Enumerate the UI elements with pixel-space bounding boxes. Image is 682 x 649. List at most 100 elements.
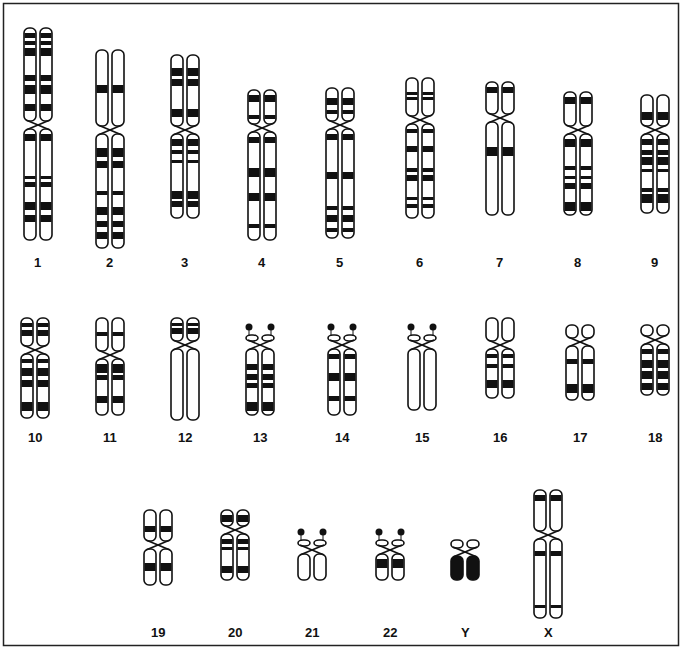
chromatid-arm	[264, 90, 276, 124]
centromere-line	[643, 125, 667, 135]
chromatid-arm	[21, 318, 33, 346]
chromatid-outline	[550, 539, 562, 618]
centromere-line	[566, 125, 590, 135]
centromere-line	[328, 120, 352, 130]
chromosome-band	[238, 515, 249, 522]
chromosome-band	[97, 148, 108, 157]
chromatid-outline	[171, 349, 183, 420]
chromosome	[486, 318, 514, 398]
chromosome	[298, 529, 327, 581]
chromosome-band	[581, 139, 592, 147]
chromosome-number: 8	[574, 256, 581, 269]
chromosome-band	[172, 323, 183, 326]
chromosome-band	[329, 373, 340, 381]
chromatid-outline	[24, 129, 36, 240]
chromosome-band	[113, 232, 124, 239]
chromatid-outline	[171, 318, 183, 341]
chromatid-outline	[641, 325, 653, 336]
chromosome-band	[487, 380, 498, 388]
chromosome-band	[642, 194, 653, 203]
chromosome-band	[658, 139, 669, 145]
chromosome-band	[345, 373, 356, 381]
chromatid-outline	[467, 540, 479, 548]
centromere-line	[173, 125, 197, 135]
chromosome-number: 2	[106, 256, 113, 269]
chromosome	[564, 92, 592, 215]
chromosome	[566, 325, 594, 400]
chromosome-number: 4	[258, 256, 265, 269]
chromosome-band	[423, 129, 434, 133]
chromatid-arm	[96, 318, 108, 351]
chromatid-outline	[406, 78, 418, 116]
chromosome-number: 7	[496, 256, 503, 269]
chromatid-outline	[344, 349, 356, 415]
chromosome-band	[41, 104, 52, 111]
centromere-line	[26, 120, 50, 130]
chromosome-band	[535, 551, 546, 556]
chromosome-band	[658, 194, 669, 203]
chromatid-arm	[237, 510, 249, 526]
chromosome-band	[581, 176, 592, 179]
chromosome-number: 16	[493, 431, 507, 444]
chromosome-band	[581, 97, 592, 104]
chromatid-arm	[582, 325, 594, 338]
chromosome	[144, 510, 172, 585]
chromatid-arm	[502, 318, 514, 341]
centromere-line	[250, 123, 274, 133]
chromosome-band	[642, 112, 653, 120]
chromosome-band	[503, 147, 514, 156]
chromatid-arm	[144, 549, 156, 585]
chromosome-band	[658, 169, 669, 172]
chromosome	[328, 324, 357, 416]
chromosome-band	[407, 146, 418, 152]
chromatid-arm	[96, 50, 108, 126]
chromosome-band	[249, 137, 260, 143]
chromosome-band	[97, 375, 108, 380]
chromatid-outline	[221, 534, 233, 580]
chromosome-band	[25, 75, 36, 81]
chromatid-outline	[237, 534, 249, 580]
chromatid-outline	[657, 95, 669, 126]
chromosome-band	[188, 323, 199, 326]
chromatid-arm	[564, 134, 576, 215]
chromosome-band	[172, 139, 183, 146]
centromere-line	[536, 530, 560, 540]
chromosome-band	[642, 169, 653, 172]
chromatid-arm	[326, 88, 338, 121]
chromosome-band	[97, 191, 108, 195]
chromosome-number: 6	[416, 256, 423, 269]
chromatid-outline	[424, 349, 436, 410]
centromere-line	[410, 340, 434, 350]
centromere-line	[146, 540, 170, 550]
chromatid-arm	[246, 349, 258, 415]
chromatid-arm	[21, 354, 33, 418]
chromatid-outline	[657, 134, 669, 213]
chromosome-band	[487, 87, 498, 93]
chromosome	[221, 510, 249, 580]
centromere-line	[330, 340, 354, 350]
chromosome-band	[22, 359, 33, 363]
chromosome-band	[658, 360, 669, 368]
chromatid-arm	[248, 132, 260, 240]
chromatid-arm	[144, 510, 156, 541]
chromatid-arm	[314, 540, 326, 546]
chromosome	[246, 324, 275, 416]
chromatid-arm	[502, 82, 514, 114]
chromosome-band	[583, 384, 594, 393]
chromatid-arm	[112, 318, 124, 351]
chromatid-arm	[96, 134, 108, 248]
chromatid-arm	[221, 510, 233, 526]
chromosome-band	[238, 566, 249, 573]
chromatid-outline	[37, 354, 49, 418]
chromatid-outline	[171, 134, 183, 218]
chromatid-arm	[641, 134, 653, 213]
chromosome-number: 22	[383, 626, 397, 639]
chromatid-arm	[406, 78, 418, 116]
chromosome-band	[113, 364, 124, 373]
chromatid-outline	[298, 540, 310, 546]
chromosome-band	[567, 384, 578, 393]
chromosome-number: 1	[34, 256, 41, 269]
chromatid-outline	[564, 134, 576, 215]
chromatid-outline	[246, 349, 258, 415]
